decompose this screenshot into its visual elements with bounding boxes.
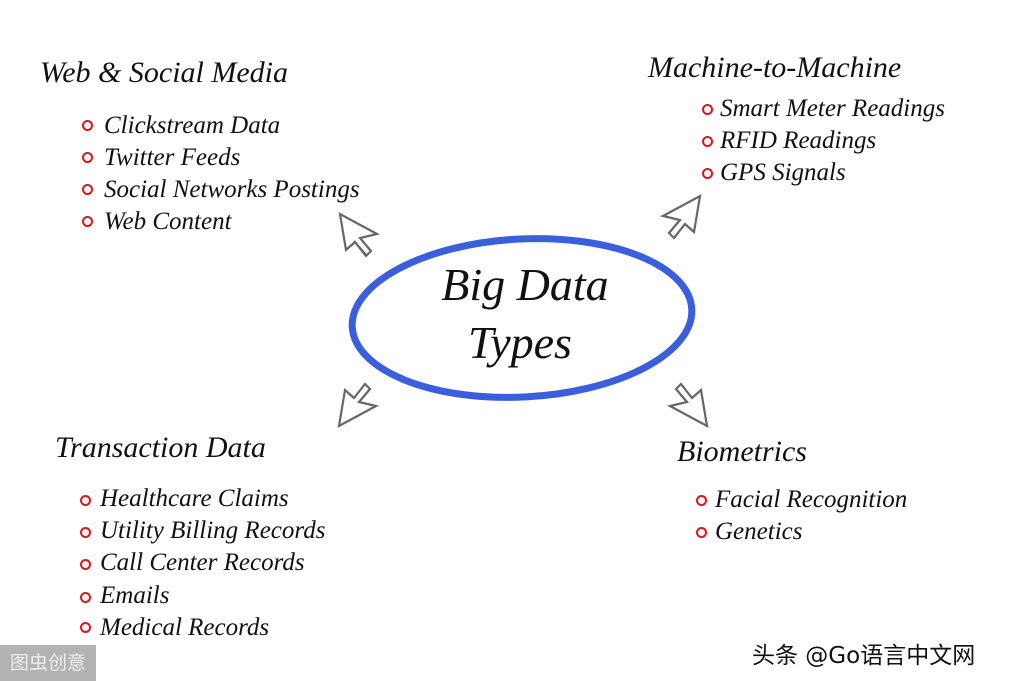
bullet-icon — [82, 120, 93, 131]
list-item: Web Content — [104, 208, 232, 235]
arrow-down-left-icon — [337, 382, 380, 429]
transaction-heading: Transaction Data — [55, 431, 266, 464]
bullet-icon — [696, 495, 707, 506]
list-item: Social Networks Postings — [104, 176, 360, 203]
bullet-icon — [82, 184, 93, 195]
list-item: RFID Readings — [720, 127, 877, 154]
list-item: Smart Meter Readings — [720, 95, 945, 122]
bullet-icon — [82, 216, 93, 227]
bullet-icon — [80, 527, 91, 538]
arrow-up-left-icon — [338, 211, 381, 258]
list-item: Twitter Feeds — [104, 144, 241, 171]
bullet-icon — [80, 559, 91, 570]
list-item: Healthcare Claims — [100, 485, 289, 512]
bullet-icon — [696, 527, 707, 538]
center-title-line1: Big Data — [441, 259, 609, 310]
arrow-down-right-icon — [666, 382, 709, 429]
bullet-icon — [80, 622, 91, 633]
center-title-line2: Types — [468, 317, 572, 368]
list-item: Facial Recognition — [715, 486, 908, 513]
list-item: Clickstream Data — [104, 112, 281, 139]
watermark-right: 头条 @Go语言中文网 — [752, 643, 976, 669]
center-ellipse — [348, 235, 696, 401]
bullet-icon — [82, 152, 93, 163]
biometrics-heading: Biometrics — [677, 435, 807, 468]
list-item: Call Center Records — [100, 549, 305, 576]
bullet-icon — [702, 104, 713, 115]
list-item: Genetics — [715, 518, 803, 545]
list-item: GPS Signals — [720, 159, 846, 186]
bullet-icon — [702, 136, 713, 147]
bullet-icon — [702, 168, 713, 179]
list-item: Utility Billing Records — [100, 517, 326, 544]
list-item: Medical Records — [100, 614, 270, 641]
arrow-up-right-icon — [659, 193, 702, 240]
bullet-icon — [80, 592, 91, 603]
bullet-icon — [80, 495, 91, 506]
m2m-heading: Machine-to-Machine — [648, 51, 902, 84]
watermark-left: 图虫创意 — [0, 645, 96, 681]
list-item: Emails — [100, 582, 170, 609]
web-social-heading: Web & Social Media — [40, 56, 289, 89]
